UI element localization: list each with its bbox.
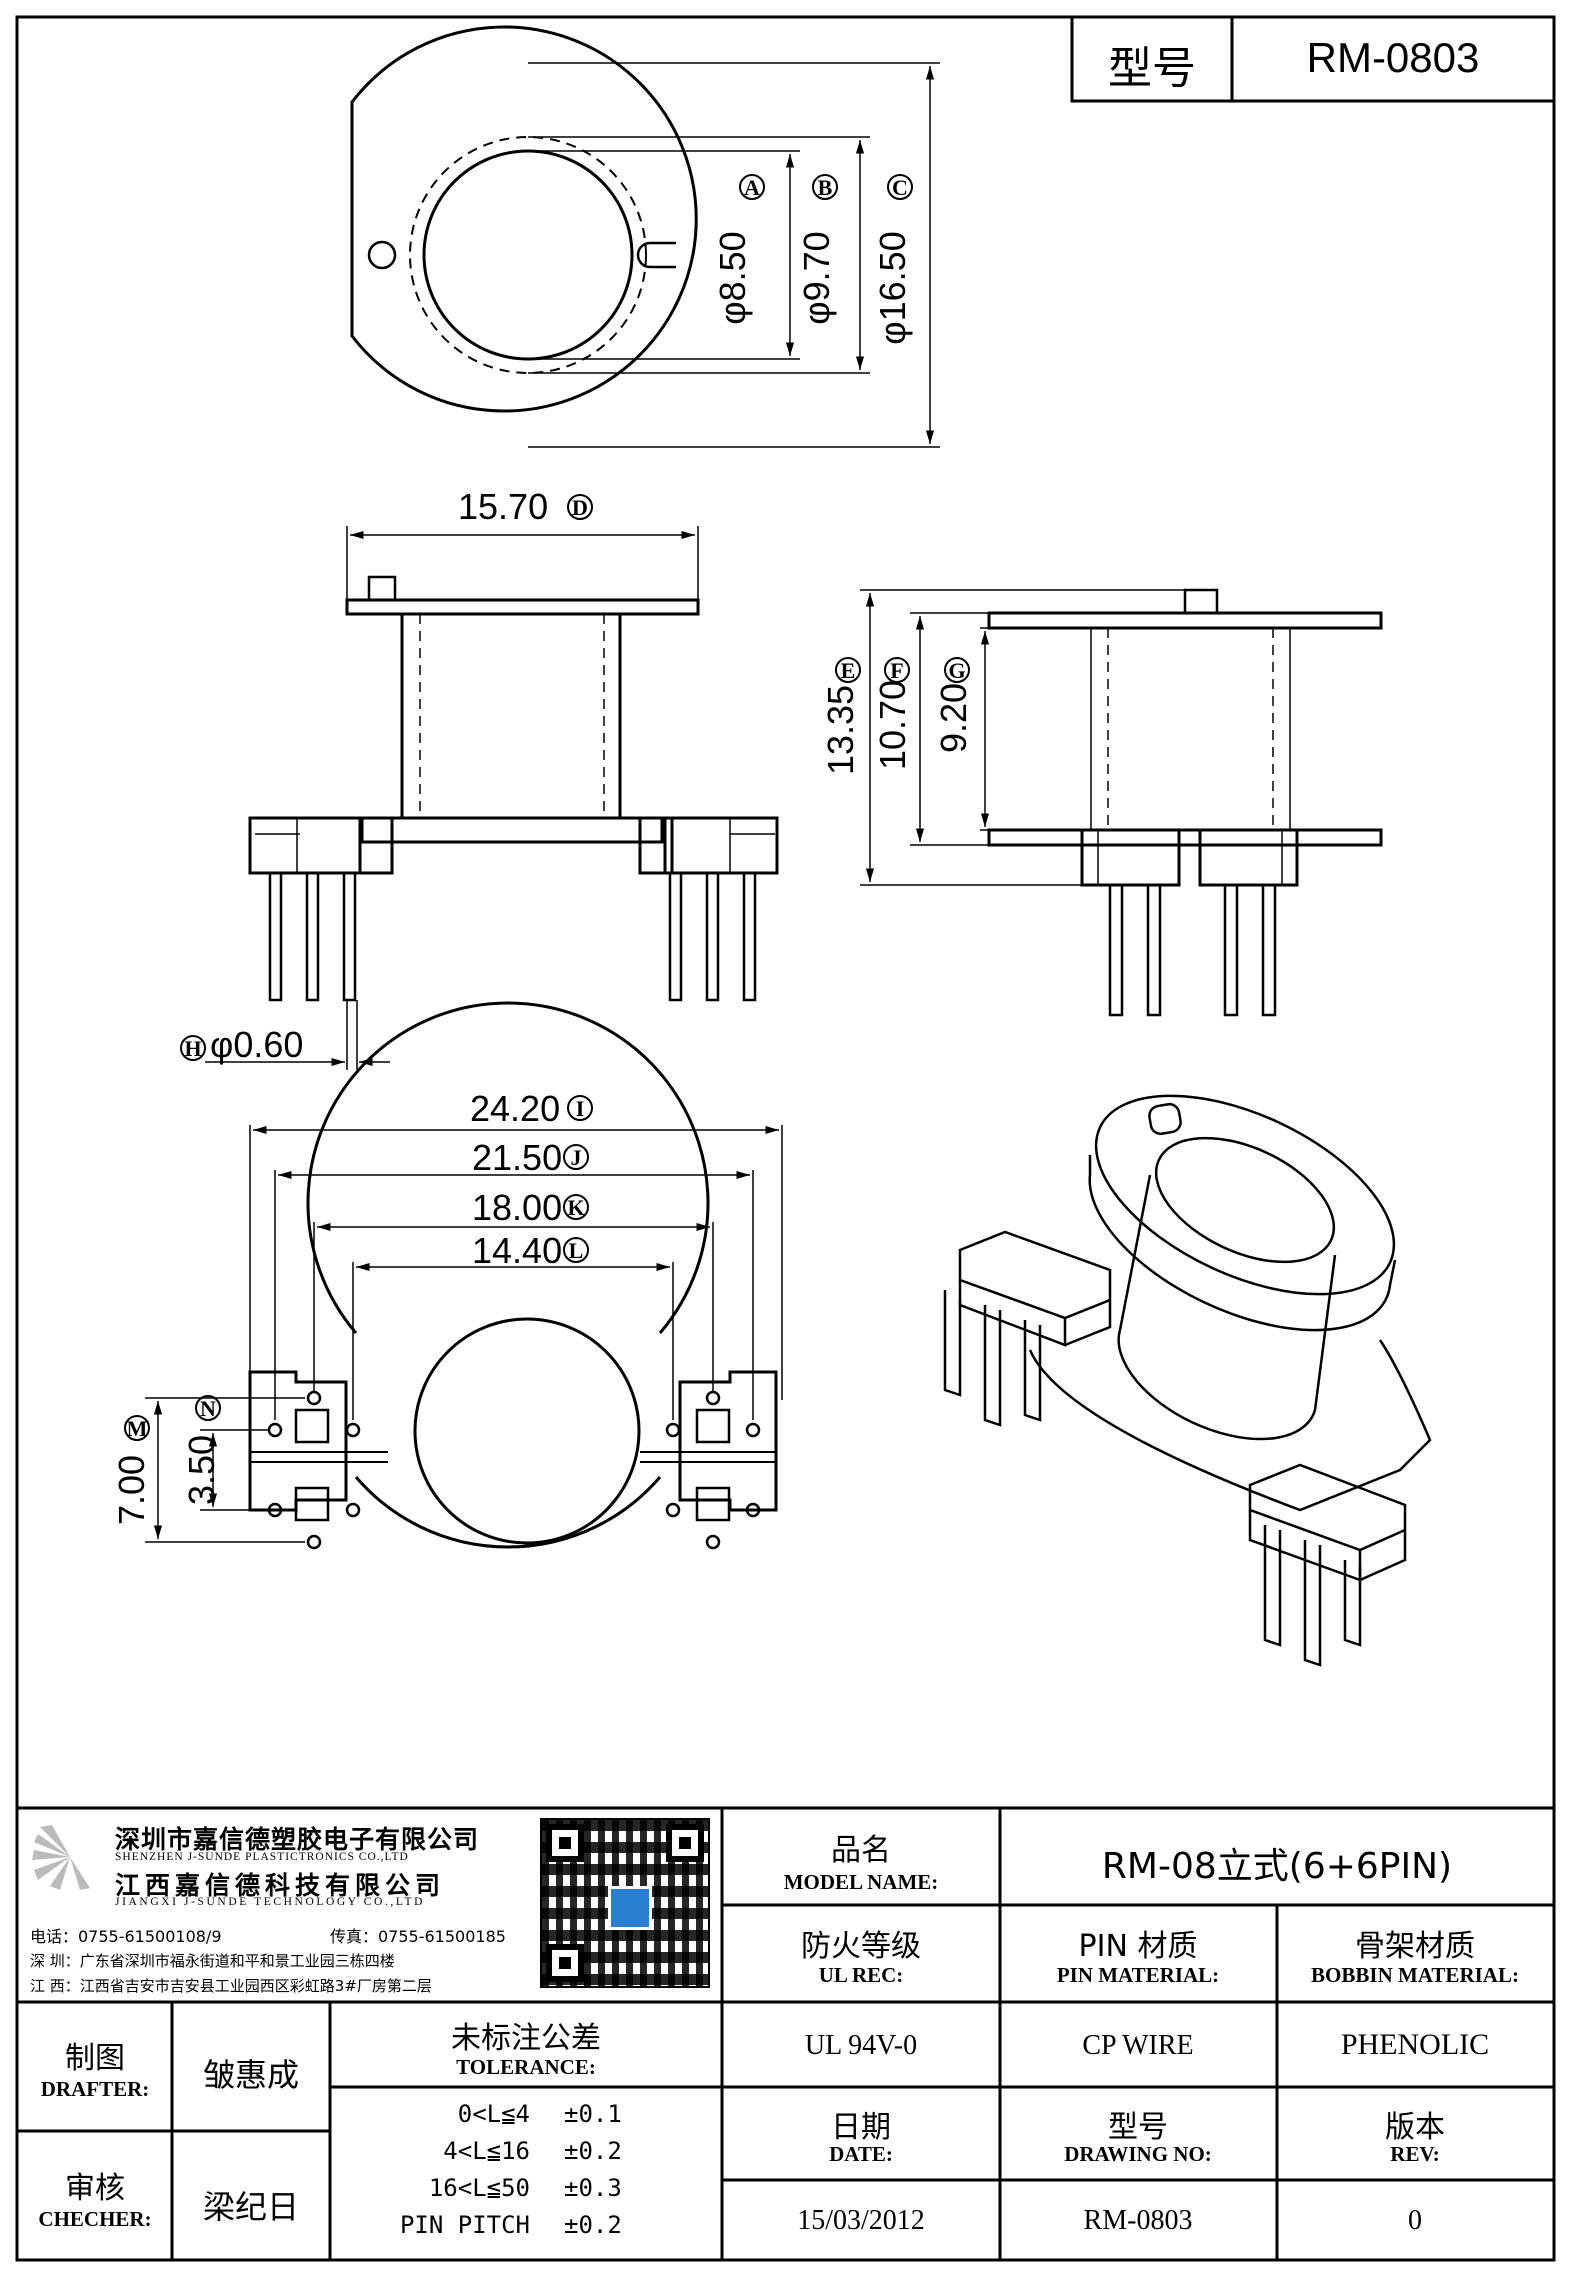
drawing-no-en: DRAWING NO:	[1064, 2142, 1212, 2166]
bobbin-material-value: PHENOLIC	[1340, 2028, 1490, 2061]
dim-f: 10.70	[872, 679, 913, 771]
model-name-cn: 品名	[831, 1833, 891, 1868]
pin-material-value: CP WIRE	[1082, 2030, 1194, 2061]
tag-f: F	[890, 658, 904, 683]
company-address-sz: 深 圳：广东省深圳市福永街道和平和景工业园三栋四楼	[30, 1952, 395, 1970]
side-view	[860, 588, 1383, 1017]
dim-e: 13.35	[820, 684, 861, 776]
tag-g: G	[948, 658, 966, 683]
top-view	[350, 25, 940, 448]
tolerance-value-4: ±0.2	[564, 2211, 622, 2239]
checker-en: CHECHER:	[38, 2207, 152, 2231]
tag-a: A	[744, 175, 760, 200]
dim-c: φ16.50	[872, 231, 913, 345]
drafter-en: DRAFTER:	[40, 2077, 150, 2101]
tag-c: C	[892, 175, 908, 200]
dim-l: 14.40	[472, 1230, 563, 1271]
date-cn: 日期	[831, 2110, 891, 2145]
dim-a: φ8.50	[712, 231, 753, 325]
drafter-value: 皱惠成	[202, 2056, 300, 2094]
tolerance-range-4: PIN PITCH	[399, 2211, 530, 2239]
dim-d: 15.70	[458, 486, 549, 527]
dim-k: 18.00	[472, 1187, 563, 1228]
company-logo	[32, 1825, 90, 1890]
company2-name-en: JIANGXI J-SUNDE TECHNOLOGY CO.,LTD	[115, 1896, 425, 1908]
company-name-en: SHENZHEN J-SUNDE PLASTICTRONICS CO.,LTD	[115, 1851, 409, 1863]
bobbin-material-cn: 骨架材质	[1355, 1929, 1475, 1964]
company2-name-cn: 江西嘉信德科技有限公司	[115, 1871, 446, 1900]
title-block-lines	[17, 1806, 1554, 2260]
dim-i: 24.20	[470, 1088, 561, 1129]
tag-m: M	[126, 1416, 148, 1441]
dim-h: φ0.60	[210, 1024, 304, 1065]
date-value: 15/03/2012	[797, 2205, 925, 2236]
company-name-cn: 深圳市嘉信德塑胶电子有限公司	[115, 1825, 480, 1854]
ul-rec-en: UL REC:	[818, 1963, 904, 1987]
pin-material-cn: PIN 材质	[1078, 1929, 1198, 1964]
header-box	[1070, 15, 1556, 103]
tolerance-range-3: 16<L≦50	[428, 2174, 530, 2202]
pin-material-en: PIN MATERIAL:	[1056, 1963, 1220, 1987]
tag-e: E	[840, 658, 856, 683]
tag-d: D	[572, 495, 588, 520]
qr-code	[540, 1818, 710, 1988]
tolerance-en: TOLERANCE:	[456, 2055, 596, 2079]
tolerance-value-2: ±0.2	[564, 2137, 622, 2165]
dim-j: 21.50	[472, 1137, 563, 1178]
front-view	[205, 526, 779, 1070]
tag-j: J	[570, 1145, 582, 1170]
tolerance-cn: 未标注公差	[451, 2021, 601, 2056]
date-en: DATE:	[829, 2142, 893, 2166]
bottom-view	[145, 1001, 783, 1550]
drawing-no-value: RM-0803	[1083, 2205, 1193, 2236]
tolerance-range-2: 4<L≦16	[443, 2137, 530, 2165]
checker-cn: 审核	[65, 2171, 125, 2206]
tag-l: L	[568, 1238, 584, 1263]
model-name-value: RM-08立式(6+6PIN)	[1101, 1846, 1453, 1887]
tolerance-range-1: 0<L≦4	[457, 2100, 530, 2128]
tolerance-value-1: ±0.1	[564, 2100, 622, 2128]
drafter-cn: 制图	[65, 2041, 125, 2076]
rev-value: 0	[1408, 2205, 1422, 2236]
checker-value: 梁纪日	[202, 2188, 300, 2226]
dim-n: 3.50	[181, 1434, 222, 1506]
isometric-view	[943, 1094, 1432, 1667]
company-phone: 电话：0755-61500108/9	[30, 1927, 222, 1946]
rev-cn: 版本	[1385, 2110, 1445, 2145]
dim-g: 9.20	[933, 682, 974, 754]
dim-b: φ9.70	[796, 231, 837, 325]
tag-h: H	[184, 1036, 202, 1061]
tag-i: I	[575, 1096, 585, 1121]
ul-rec-cn: 防火等级	[801, 1929, 921, 1964]
header-type-value: RM-0803	[1306, 34, 1480, 81]
dim-m: 7.00	[111, 1454, 152, 1526]
tag-b: B	[817, 175, 833, 200]
company-fax: 传真：0755-61500185	[330, 1927, 506, 1946]
tag-n: N	[200, 1396, 216, 1421]
company-address-jx: 江 西：江西省吉安市吉安县工业园西区彩虹路3#厂房第二层	[30, 1977, 432, 1995]
header-type-label: 型号	[1108, 43, 1196, 94]
bobbin-material-en: BOBBIN MATERIAL:	[1311, 1963, 1519, 1987]
rev-en: REV:	[1390, 2142, 1440, 2166]
model-name-en: MODEL NAME:	[783, 1870, 939, 1894]
tag-k: K	[567, 1195, 585, 1220]
drawing-no-cn: 型号	[1108, 2110, 1168, 2145]
tolerance-value-3: ±0.3	[564, 2174, 622, 2202]
ul-rec-value: UL 94V-0	[804, 2030, 918, 2061]
sheet-border	[15, 15, 1556, 2262]
